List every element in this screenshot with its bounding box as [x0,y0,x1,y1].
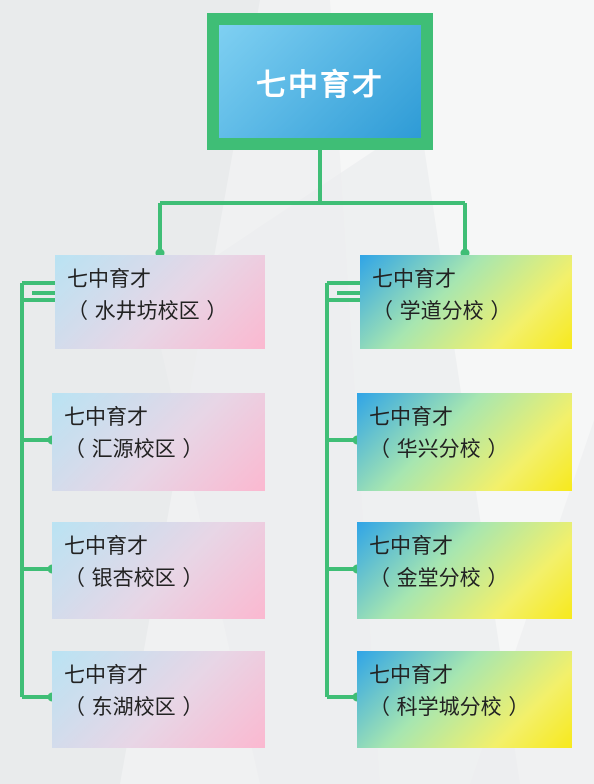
node-label: 七中育才 [369,663,453,687]
node-huaxing: 七中育才 （ 华兴分校 ） [357,393,572,491]
node-label: 七中育才 [64,405,148,429]
root-node-inner: 七中育才 [219,25,421,138]
node-label: 七中育才 [369,405,453,429]
root-node: 七中育才 [207,13,433,150]
node-xuedao: 七中育才 （ 学道分校 ） [360,255,572,349]
node-label: 七中育才 [369,534,453,558]
node-label: 七中育才 [67,267,151,291]
node-label: 七中育才 [64,534,148,558]
root-title: 七中育才 [256,67,384,103]
node-sublabel: （ 水井坊校区 ） [67,299,228,323]
node-shuijingfang: 七中育才 （ 水井坊校区 ） [55,255,265,349]
node-yinxing: 七中育才 （ 银杏校区 ） [52,522,265,619]
node-label: 七中育才 [372,267,456,291]
node-donghu: 七中育才 （ 东湖校区 ） [52,651,265,748]
node-huiyuan: 七中育才 （ 汇源校区 ） [52,393,265,491]
node-sublabel: （ 学道分校 ） [372,299,512,323]
node-sublabel: （ 科学城分校 ） [369,695,530,719]
node-sublabel: （ 华兴分校 ） [369,437,509,461]
node-sublabel: （ 东湖校区 ） [64,695,204,719]
node-jintang: 七中育才 （ 金堂分校 ） [357,522,572,619]
node-label: 七中育才 [64,663,148,687]
node-sublabel: （ 金堂分校 ） [369,566,509,590]
node-sublabel: （ 汇源校区 ） [64,437,204,461]
node-sublabel: （ 银杏校区 ） [64,566,204,590]
node-kexuecheng: 七中育才 （ 科学城分校 ） [357,651,572,748]
